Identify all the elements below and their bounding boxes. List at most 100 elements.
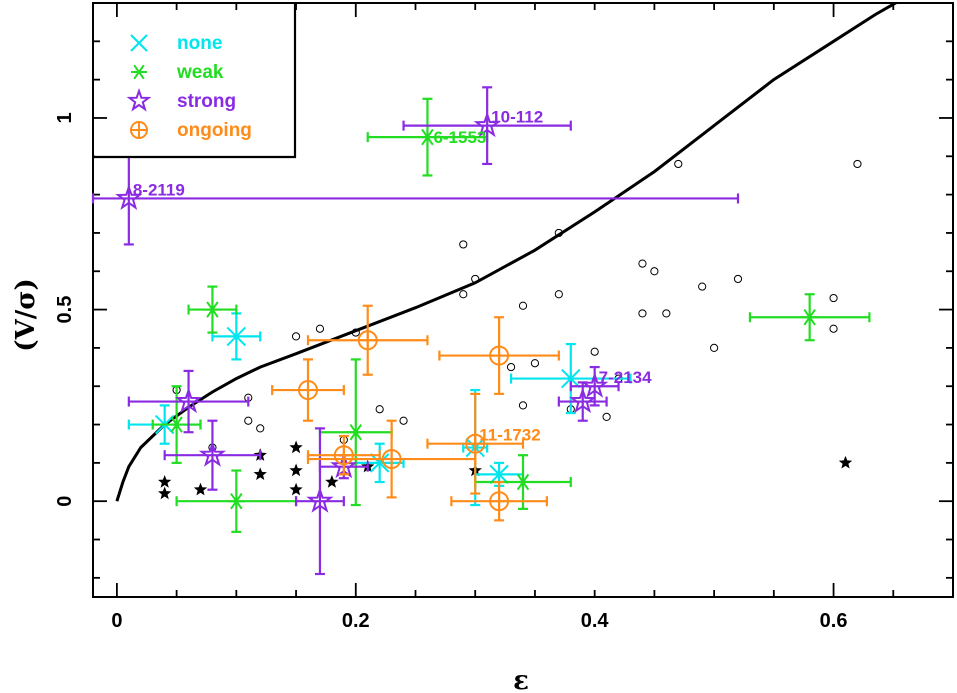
series-points	[91, 86, 871, 576]
none-point	[354, 442, 405, 484]
legend-entry-ongoing: ongoing	[130, 120, 252, 141]
open-circle-point	[590, 347, 599, 356]
plot-frame	[92, 2, 954, 598]
point-label: 8-2119	[133, 180, 185, 199]
open-circle-point	[650, 267, 659, 276]
point-label: 6-1553	[433, 128, 486, 147]
ongoing-point	[438, 316, 560, 395]
y-axis-title: (V/σ)	[11, 278, 41, 351]
series-weak	[151, 97, 871, 533]
open-circle-point	[315, 324, 325, 333]
open-circle-point	[662, 309, 671, 318]
x-tick-label: 0.6	[820, 610, 848, 632]
open-star-marker	[198, 440, 227, 467]
filled-star-point	[193, 482, 208, 496]
open-circle-point	[638, 259, 647, 268]
y-tick-label: 0	[54, 496, 76, 507]
open-circle-point	[829, 293, 838, 303]
axis-titles: ε (V/σ)	[11, 278, 529, 693]
asterisk-marker	[230, 492, 243, 510]
x-tick-label: 0.2	[342, 610, 370, 632]
filled-star-points	[158, 440, 853, 500]
weak-point	[187, 285, 238, 334]
strong-point	[127, 369, 250, 434]
filled-star-point	[158, 486, 172, 500]
legend-entry-weak: weak	[131, 62, 224, 83]
filled-star-point	[158, 475, 172, 488]
filled-star-point	[838, 455, 853, 469]
open-circle-point	[244, 416, 253, 425]
open-circle-point	[554, 290, 563, 299]
open-circle-point	[733, 274, 743, 284]
weak-point	[748, 293, 871, 342]
isotropic-curve-layer	[115, 3, 899, 502]
ongoing-point	[271, 358, 345, 422]
series-none	[127, 312, 632, 507]
weak-point	[175, 469, 298, 533]
legend-label: none	[177, 33, 222, 54]
open-star-marker	[306, 486, 334, 513]
open-circle-points	[172, 159, 862, 452]
open-circle-point	[256, 424, 265, 433]
series-ongoing	[271, 304, 560, 522]
ongoing-point	[450, 480, 548, 522]
open-circle-point	[399, 416, 408, 425]
open-circle-point	[710, 343, 719, 353]
asterisk-marker	[421, 128, 434, 146]
x-tick-label: 0.4	[581, 610, 610, 632]
legend: none weak strong ongoing	[93, 3, 297, 159]
x-marker	[489, 464, 509, 485]
filled-star-point	[253, 467, 267, 480]
legend-label: strong	[177, 91, 236, 112]
legend-entry-strong: strong	[126, 87, 236, 112]
x-tick-label: 0	[111, 610, 122, 632]
none-point	[211, 312, 262, 361]
x-marker	[369, 453, 390, 473]
weak-point	[366, 97, 489, 177]
filled-star-point	[289, 463, 303, 477]
open-circle-point	[829, 324, 838, 333]
x-axis-title: ε	[513, 666, 529, 693]
ongoing-point	[426, 392, 525, 495]
plot-border	[92, 2, 954, 598]
open-circle-point	[554, 228, 563, 238]
series-strong	[91, 86, 740, 576]
asterisk-marker	[516, 473, 530, 491]
legend-label: ongoing	[177, 120, 252, 141]
open-circle-point	[459, 290, 468, 299]
open-circle-point	[638, 309, 647, 318]
filled-star-point	[325, 475, 339, 488]
open-circle-point	[853, 159, 862, 169]
open-circle-point	[518, 301, 528, 310]
filled-star-point	[289, 482, 303, 496]
isotropic-rotator-curve	[115, 3, 899, 502]
point-label: 10-112	[491, 108, 543, 127]
open-circle-point	[351, 328, 360, 337]
x-marker	[226, 326, 247, 347]
legend-box	[93, 3, 297, 159]
open-star-marker	[569, 387, 597, 414]
asterisk-marker	[170, 416, 183, 433]
ongoing-point	[306, 434, 381, 476]
open-circle-point	[375, 405, 384, 414]
filled-star-point	[289, 440, 303, 454]
x-marker	[561, 368, 581, 389]
open-star-marker	[126, 87, 152, 112]
strong-point	[569, 365, 620, 407]
ongoing-point	[306, 304, 429, 376]
legend-label: weak	[176, 62, 224, 83]
open-star-marker	[115, 184, 143, 210]
asterisk-marker	[803, 309, 816, 326]
open-circle-point	[471, 274, 480, 284]
open-circle-point	[698, 282, 707, 291]
open-circle-point	[459, 240, 468, 249]
x-marker	[130, 34, 148, 52]
open-circle-point	[530, 359, 540, 368]
point-label: 7-2134	[599, 368, 652, 387]
open-star-marker	[581, 371, 609, 398]
strong-point	[294, 427, 345, 576]
open-circle-point	[602, 412, 611, 421]
